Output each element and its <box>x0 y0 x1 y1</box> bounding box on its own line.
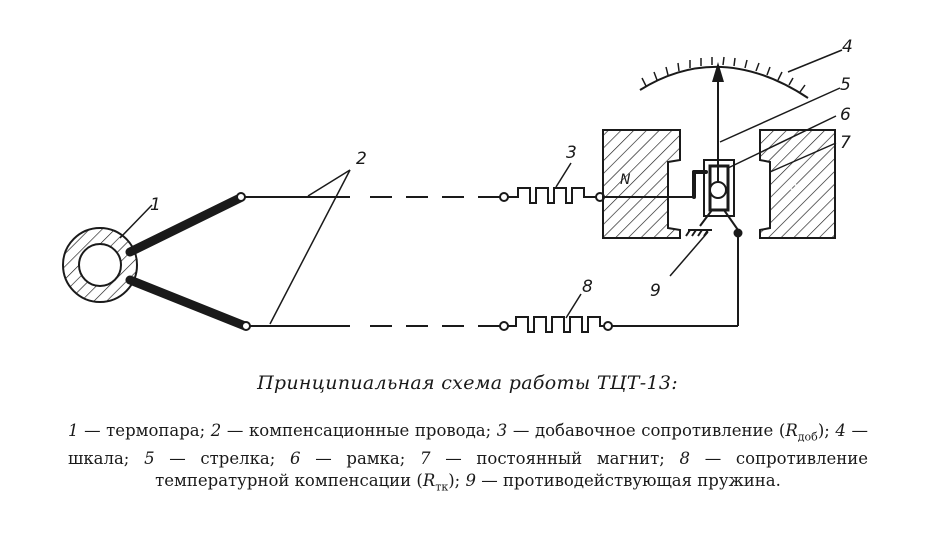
thermoelectrodes <box>125 193 250 331</box>
legend-num-1: 1 <box>68 421 79 440</box>
legend-r-add: R <box>785 421 798 440</box>
label-7: 7 <box>840 133 851 153</box>
label-5: 5 <box>840 75 851 95</box>
label-2: 2 <box>356 149 367 169</box>
thermocouple <box>62 227 138 303</box>
compensation-wires <box>236 192 500 331</box>
legend-num-4: 4 <box>835 421 846 440</box>
figure-caption: Принципиальная схема работы ТЦТ-13: <box>257 372 678 394</box>
legend-text-7: — постоянный магнит; <box>430 449 680 469</box>
legend-text-1: — термопара; <box>78 421 211 440</box>
legend-text-4: — шкала; <box>68 421 868 469</box>
label-3: 3 <box>566 143 577 163</box>
label-north-pole: N <box>620 172 631 188</box>
figure-legend: 1 — термопара; 2 — компенсационные прово… <box>68 420 868 499</box>
leader-lines <box>119 49 843 325</box>
legend-num-6: 6 <box>290 449 301 469</box>
label-south-pole: S <box>790 178 799 194</box>
legend-num-3: 3 <box>496 421 508 440</box>
thermocouple-circuit-diagram: 1 2 3 4 5 6 7 8 9 N S <box>62 37 853 333</box>
label-1: 1 <box>150 195 161 215</box>
scale <box>639 56 809 99</box>
legend-text-9: — противодействующая пружина. <box>475 471 781 491</box>
legend-text-5: — стрелка; <box>154 449 291 469</box>
legend-num-9: 9 <box>465 471 476 491</box>
legend-text-8: — сопротивление температурной компенсаци… <box>155 449 868 491</box>
legend-text-8b: ); <box>448 471 466 491</box>
pointer <box>712 62 724 182</box>
compensation-resistor <box>499 228 743 333</box>
label-8: 8 <box>582 277 593 297</box>
legend-r-add-sub: доб <box>797 430 818 444</box>
legend-text-3: — добавочное сопротивление ( <box>507 421 786 440</box>
legend-text-3b: ); <box>817 421 836 440</box>
legend-num-8: 8 <box>679 449 691 469</box>
legend-num-2: 2 <box>210 421 222 440</box>
label-9: 9 <box>650 281 661 301</box>
label-6: 6 <box>840 105 851 125</box>
legend-num-7: 7 <box>420 449 431 469</box>
legend-r-tk: R <box>422 471 436 491</box>
legend-r-tk-sub: тк <box>435 480 449 494</box>
label-4: 4 <box>842 37 853 57</box>
legend-num-5: 5 <box>144 449 155 469</box>
legend-text-6: — рамка; <box>300 449 421 469</box>
permanent-magnet <box>602 129 836 239</box>
moving-frame <box>692 159 739 231</box>
legend-text-2: — компенсационные провода; <box>221 421 497 440</box>
